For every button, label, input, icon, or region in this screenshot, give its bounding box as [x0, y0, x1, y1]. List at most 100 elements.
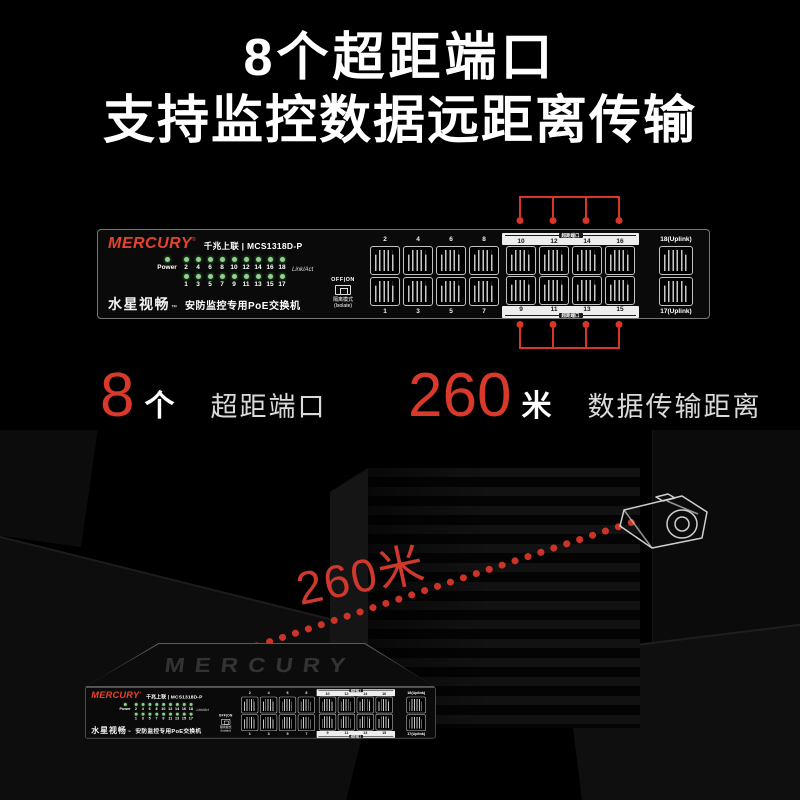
stat-label: 超距端口	[210, 392, 327, 422]
rj45-port	[356, 713, 374, 731]
product-tagline: 安防监控专用PoE交换机	[135, 728, 202, 735]
port-numbers-bottom: 1 3 5 7	[248, 732, 308, 737]
port-numbers-bottom: 1 3 5 7	[383, 308, 486, 315]
port-led-icon	[155, 712, 158, 716]
extend-strip-top: 超距端口 10 12 14 16	[502, 233, 639, 245]
rj45-port	[506, 276, 536, 305]
rj45-port	[605, 246, 635, 275]
uplink-rj45-port	[659, 246, 693, 275]
stat-value: 8	[100, 361, 135, 430]
port-led-icon	[161, 702, 165, 706]
dip-switch-icon	[335, 285, 351, 295]
brand-row: 水星视畅 ™ 安防监控专用PoE交换机	[108, 294, 300, 314]
port-led-icon	[134, 712, 138, 716]
led-indicator-grid: Power 2 4 6 8 10 12 14 16 18	[118, 702, 209, 721]
uplink-rj45-port	[659, 277, 693, 306]
mercury-logo: MERCURY	[91, 690, 140, 701]
port-led-icon	[182, 702, 186, 706]
led-row-bottom	[118, 712, 195, 717]
model-label: 千兆上联 | MCS1318D-P	[203, 241, 303, 251]
rj45-port	[605, 276, 635, 305]
extend-strip-top: 超距端口 10 12 14 16	[316, 689, 396, 697]
port-led-icon	[175, 702, 179, 706]
port-led-icon	[195, 273, 201, 279]
port-led-icon	[168, 702, 172, 706]
rj45-port	[506, 246, 536, 275]
power-led-icon	[164, 256, 170, 262]
port-led-icon	[243, 273, 249, 279]
security-camera-icon	[619, 493, 708, 549]
rj45-port	[297, 696, 315, 714]
rj45-port	[539, 276, 569, 305]
port-row	[370, 277, 499, 306]
uplink-label-top: 18(Uplink)	[407, 691, 426, 696]
rj45-port	[403, 246, 433, 275]
uplink-rj45-port	[406, 714, 426, 732]
led-labels-bottom: 1 3 5 7 9 11 13 15 17	[184, 281, 286, 288]
rj45-port	[337, 696, 355, 714]
port-led-icon	[231, 273, 237, 279]
switch-front-panel: MERCURY ® 千兆上联 | MCS1318D-P Power 2 4	[85, 687, 436, 739]
stat-label: 数据传输距离	[587, 392, 762, 422]
led-row-bottom	[154, 272, 288, 280]
model-label: 千兆上联 | MCS1318D-P	[146, 693, 203, 700]
port-led-icon	[148, 702, 152, 706]
rj45-port	[241, 714, 259, 732]
port-led-icon	[141, 712, 145, 716]
mercury-logo: MERCURY	[108, 235, 193, 252]
rj45-port	[356, 696, 374, 714]
trademark-icon: ™	[127, 730, 131, 734]
uplink-label-top: 18(Uplink)	[660, 236, 692, 243]
rj45-port	[370, 277, 400, 306]
dip-switch: OFF|ON 隔离模式 (Isolate)	[214, 714, 238, 732]
extend-ports-bracket-top	[519, 196, 620, 223]
dip-mode-label-en: (Isolate)	[333, 303, 353, 309]
power-led-label: Power	[157, 264, 177, 271]
port-row	[502, 276, 639, 305]
port-led-icon	[231, 256, 237, 262]
stat-unit: 个	[144, 390, 175, 423]
led-row-top	[118, 702, 195, 707]
uplink-label-bottom: 17(Uplink)	[660, 308, 692, 315]
rj45-port	[403, 277, 433, 306]
title-line-1: 8个超距端口	[243, 29, 557, 87]
port-led-icon	[134, 702, 138, 706]
brand-row: 水星视畅 ™ 安防监控专用PoE交换机	[91, 724, 201, 735]
dip-toggle-label: OFF|ON	[331, 277, 355, 283]
power-led-label: Power	[119, 707, 131, 712]
switch-top-face: MERCURY	[85, 643, 435, 687]
port-led-icon	[189, 702, 193, 706]
dip-mode-label-en: (Isolate)	[220, 729, 231, 733]
rj45-port	[375, 696, 393, 714]
uplink-rj45-port	[406, 696, 426, 714]
led-row-top	[154, 255, 288, 263]
dip-mode-label: 隔离模式	[219, 725, 232, 730]
port-led-icon	[207, 273, 213, 279]
port-led-icon	[279, 273, 285, 279]
dip-switch: OFF|ON 隔离模式 (Isolate)	[322, 277, 364, 309]
distance-illustration: 260米 MERCURY MERCURY ® 千兆上联 | MCS1318D-P	[0, 430, 800, 800]
rj45-port	[337, 713, 355, 731]
port-led-icon	[175, 712, 179, 716]
uplink-ports: 18(Uplink) 17(Uplink)	[654, 236, 698, 316]
port-numbers-top: 2 4 6 8	[248, 691, 308, 696]
rj45-port	[375, 713, 393, 731]
extend-badge: 超距端口	[558, 313, 583, 318]
port-led-icon	[195, 256, 201, 262]
port-row	[241, 714, 315, 732]
switch-3d-front: MERCURY ® 千兆上联 | MCS1318D-P Power 2 4	[85, 687, 436, 739]
switch-front-panel: MERCURY ® 千兆上联 | MCS1318D-P Power 2 4	[97, 229, 710, 319]
extend-badge: 超距端口	[558, 233, 583, 238]
port-group-standard: 2 4 6 8 1 3 5 7	[241, 691, 315, 738]
port-led-icon	[207, 256, 213, 262]
port-led-icon	[182, 712, 186, 716]
rj45-port	[436, 277, 466, 306]
rj45-port	[572, 276, 602, 305]
title-line-2: 支持监控数据远距离传输	[102, 92, 697, 150]
stat-unit: 米	[521, 390, 552, 423]
rj45-port	[278, 714, 297, 732]
extend-badge: 超距端口	[348, 735, 363, 738]
port-led-icon	[168, 712, 172, 716]
port-led-icon	[141, 702, 145, 706]
rj45-port	[241, 696, 259, 714]
